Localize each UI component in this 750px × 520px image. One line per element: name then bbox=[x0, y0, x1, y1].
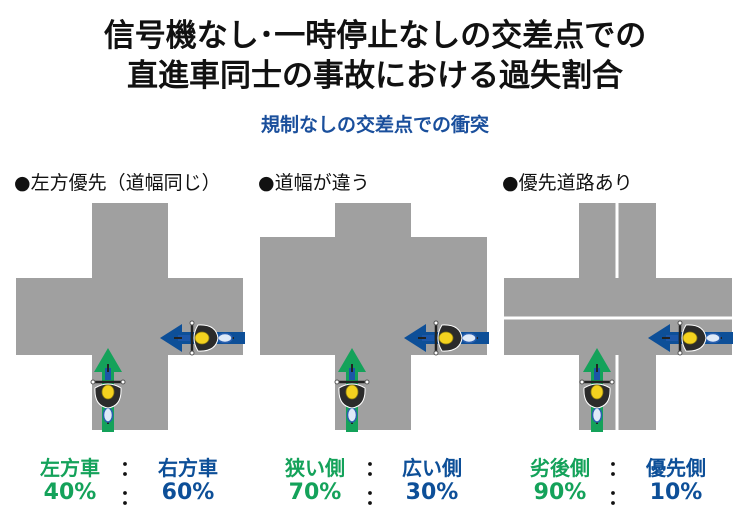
blue-motorcycle-panel-3 bbox=[648, 319, 733, 357]
blue-label-2: 広い側 bbox=[402, 456, 462, 480]
panel-1-roads bbox=[16, 203, 243, 430]
blue-motorcycle-panel-1 bbox=[160, 319, 245, 357]
green-label-1: 左方車 bbox=[40, 456, 100, 480]
caption-width-differs: ●道幅が違う bbox=[258, 172, 370, 194]
green-label-3: 劣後側 bbox=[530, 456, 590, 480]
green-motorcycle-panel-2 bbox=[333, 348, 371, 432]
green-pct-3: 90% bbox=[533, 480, 587, 505]
title-line-2: 直進車同士の事故における過失割合 bbox=[127, 58, 623, 94]
blue-pct-2: 30% bbox=[405, 480, 459, 505]
separator: ： bbox=[365, 485, 385, 509]
separator: ： bbox=[608, 456, 628, 480]
separator: ： bbox=[120, 485, 140, 509]
panel-2-roads bbox=[260, 203, 487, 430]
green-motorcycle-panel-3 bbox=[578, 348, 616, 432]
green-motorcycle-panel-1 bbox=[89, 348, 127, 432]
separator: ： bbox=[608, 485, 628, 509]
separator: ： bbox=[120, 456, 140, 480]
blue-pct-3: 10% bbox=[649, 480, 703, 505]
caption-priority-road: ●優先道路あり bbox=[502, 172, 633, 194]
blue-pct-1: 60% bbox=[161, 480, 215, 505]
blue-label-1: 右方車 bbox=[158, 456, 218, 480]
green-label-2: 狭い側 bbox=[285, 456, 345, 480]
title-line-1: 信号機なし･一時停止なしの交差点での bbox=[103, 18, 647, 54]
subtitle: 規制なしの交差点での衝突 bbox=[260, 114, 489, 136]
panel-3-roads bbox=[504, 203, 732, 430]
green-pct-2: 70% bbox=[288, 480, 342, 505]
blue-motorcycle-panel-2 bbox=[404, 319, 489, 357]
separator: ： bbox=[365, 456, 385, 480]
blue-label-3: 優先側 bbox=[646, 456, 706, 480]
caption-left-priority: ●左方優先（道幅同じ） bbox=[14, 172, 221, 194]
green-pct-1: 40% bbox=[43, 480, 97, 505]
